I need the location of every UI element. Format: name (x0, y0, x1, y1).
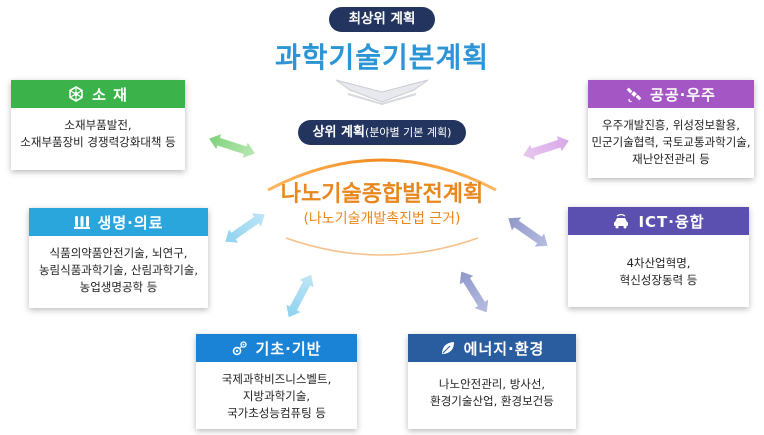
arrow-bio (225, 213, 265, 243)
ict-fusion-box: ICT·융합 4차산업혁명, 혁신성장동력 등 (568, 207, 749, 307)
arrow-ict (508, 217, 548, 247)
arrow-materials (209, 134, 255, 158)
center-plan-title: 나노기술종합발전계획 (280, 182, 484, 207)
energy-environment-header: 에너지·환경 (408, 334, 576, 362)
center-arc-bottom (285, 237, 479, 256)
ict-fusion-label: ICT·융합 (638, 212, 705, 231)
bio-line-2: 농림식품과학기술, 산림과학기술, (38, 263, 199, 277)
upper-plan-bold: 상위 계획 (312, 125, 365, 140)
public-space-label: 공공·우주 (650, 85, 716, 104)
leaf-icon (440, 340, 456, 356)
upper-plan-pill: 상위 계획(분야별 기본 계획) (298, 120, 466, 145)
basic-foundation-body: 국제과학비즈니스벨트, 지방과학기술, 국가초성능컴퓨팅 등 (196, 362, 357, 422)
materials-label: 소 재 (92, 85, 128, 104)
basic-foundation-box: 기초·기반 국제과학비즈니스벨트, 지방과학기술, 국가초성능컴퓨팅 등 (196, 334, 357, 429)
top-level-plan-pill: 최상위 계획 (329, 7, 435, 32)
page-title: 과학기술기본계획 (274, 41, 490, 74)
space-line-2: 민군기술협력, 국토교통과학기술, (591, 135, 751, 149)
test-tubes-icon (73, 214, 90, 230)
bio-line-3: 농업생명공학 등 (79, 280, 158, 294)
ict-line-2: 혁신성장동력 등 (619, 273, 698, 287)
arrow-basic (286, 274, 314, 318)
energy-environment-body: 나노안전관리, 방사선, 환경기술산업, 환경보건등 (408, 362, 576, 410)
center-plan-subtitle: (나노기술개발촉진법 근거) (303, 211, 461, 227)
energy-environment-box: 에너지·환경 나노안전관리, 방사선, 환경기술산업, 환경보건등 (408, 334, 576, 429)
basic-line-1: 국제과학비즈니스벨트, (221, 372, 332, 386)
energy-line-2: 환경기술산업, 환경보건등 (430, 394, 554, 408)
basic-line-2: 지방과학기술, (242, 389, 311, 403)
hexagon-molecule-icon (68, 86, 84, 102)
materials-line-2: 소재부품장비 경쟁력강화대책 등 (20, 135, 176, 149)
satellite-icon (626, 86, 642, 102)
ict-line-1: 4차산업혁명, (626, 256, 691, 270)
basic-foundation-label: 기초·기반 (255, 339, 322, 358)
energy-environment-label: 에너지·환경 (463, 339, 545, 358)
ict-fusion-body: 4차산업혁명, 혁신성장동력 등 (568, 235, 749, 289)
basic-foundation-header: 기초·기반 (196, 334, 357, 362)
network-car-icon (612, 213, 630, 229)
center-arc-top (267, 158, 497, 192)
space-line-3: 재난안전관리 등 (632, 152, 710, 166)
bio-medical-label: 생명·의료 (97, 213, 164, 232)
basic-line-3: 국가초성능컴퓨팅 등 (227, 406, 326, 420)
space-line-1: 우주개발진흥, 위성정보활용, (602, 118, 740, 132)
bio-line-1: 식품의약품안전기술, 뇌연구, (49, 246, 188, 260)
public-space-box: 공공·우주 우주개발진흥, 위성정보활용, 민군기술협력, 국토교통과학기술, … (588, 80, 754, 178)
ict-fusion-header: ICT·융합 (568, 207, 749, 235)
bio-medical-box: 생명·의료 식품의약품안전기술, 뇌연구, 농림식품과학기술, 산림과학기술, … (29, 208, 208, 308)
upper-plan-sub: (분야별 기본 계획) (364, 126, 452, 139)
atom-gear-icon (232, 340, 248, 356)
materials-line-1: 소재부품발전, (64, 118, 132, 132)
down-chevron-arrow (335, 79, 429, 103)
energy-line-1: 나노안전관리, 방사선, (438, 377, 546, 391)
materials-box: 소 재 소재부품발전, 소재부품장비 경쟁력강화대책 등 (11, 80, 185, 170)
bio-medical-body: 식품의약품안전기술, 뇌연구, 농림식품과학기술, 산림과학기술, 농업생명공학… (29, 236, 208, 296)
bio-medical-header: 생명·의료 (29, 208, 208, 236)
arrow-energy (459, 271, 489, 313)
materials-header: 소 재 (11, 80, 185, 108)
public-space-header: 공공·우주 (588, 80, 754, 108)
materials-body: 소재부품발전, 소재부품장비 경쟁력강화대책 등 (11, 108, 185, 151)
public-space-body: 우주개발진흥, 위성정보활용, 민군기술협력, 국토교통과학기술, 재난안전관리… (588, 108, 754, 168)
arrow-space (523, 136, 569, 160)
